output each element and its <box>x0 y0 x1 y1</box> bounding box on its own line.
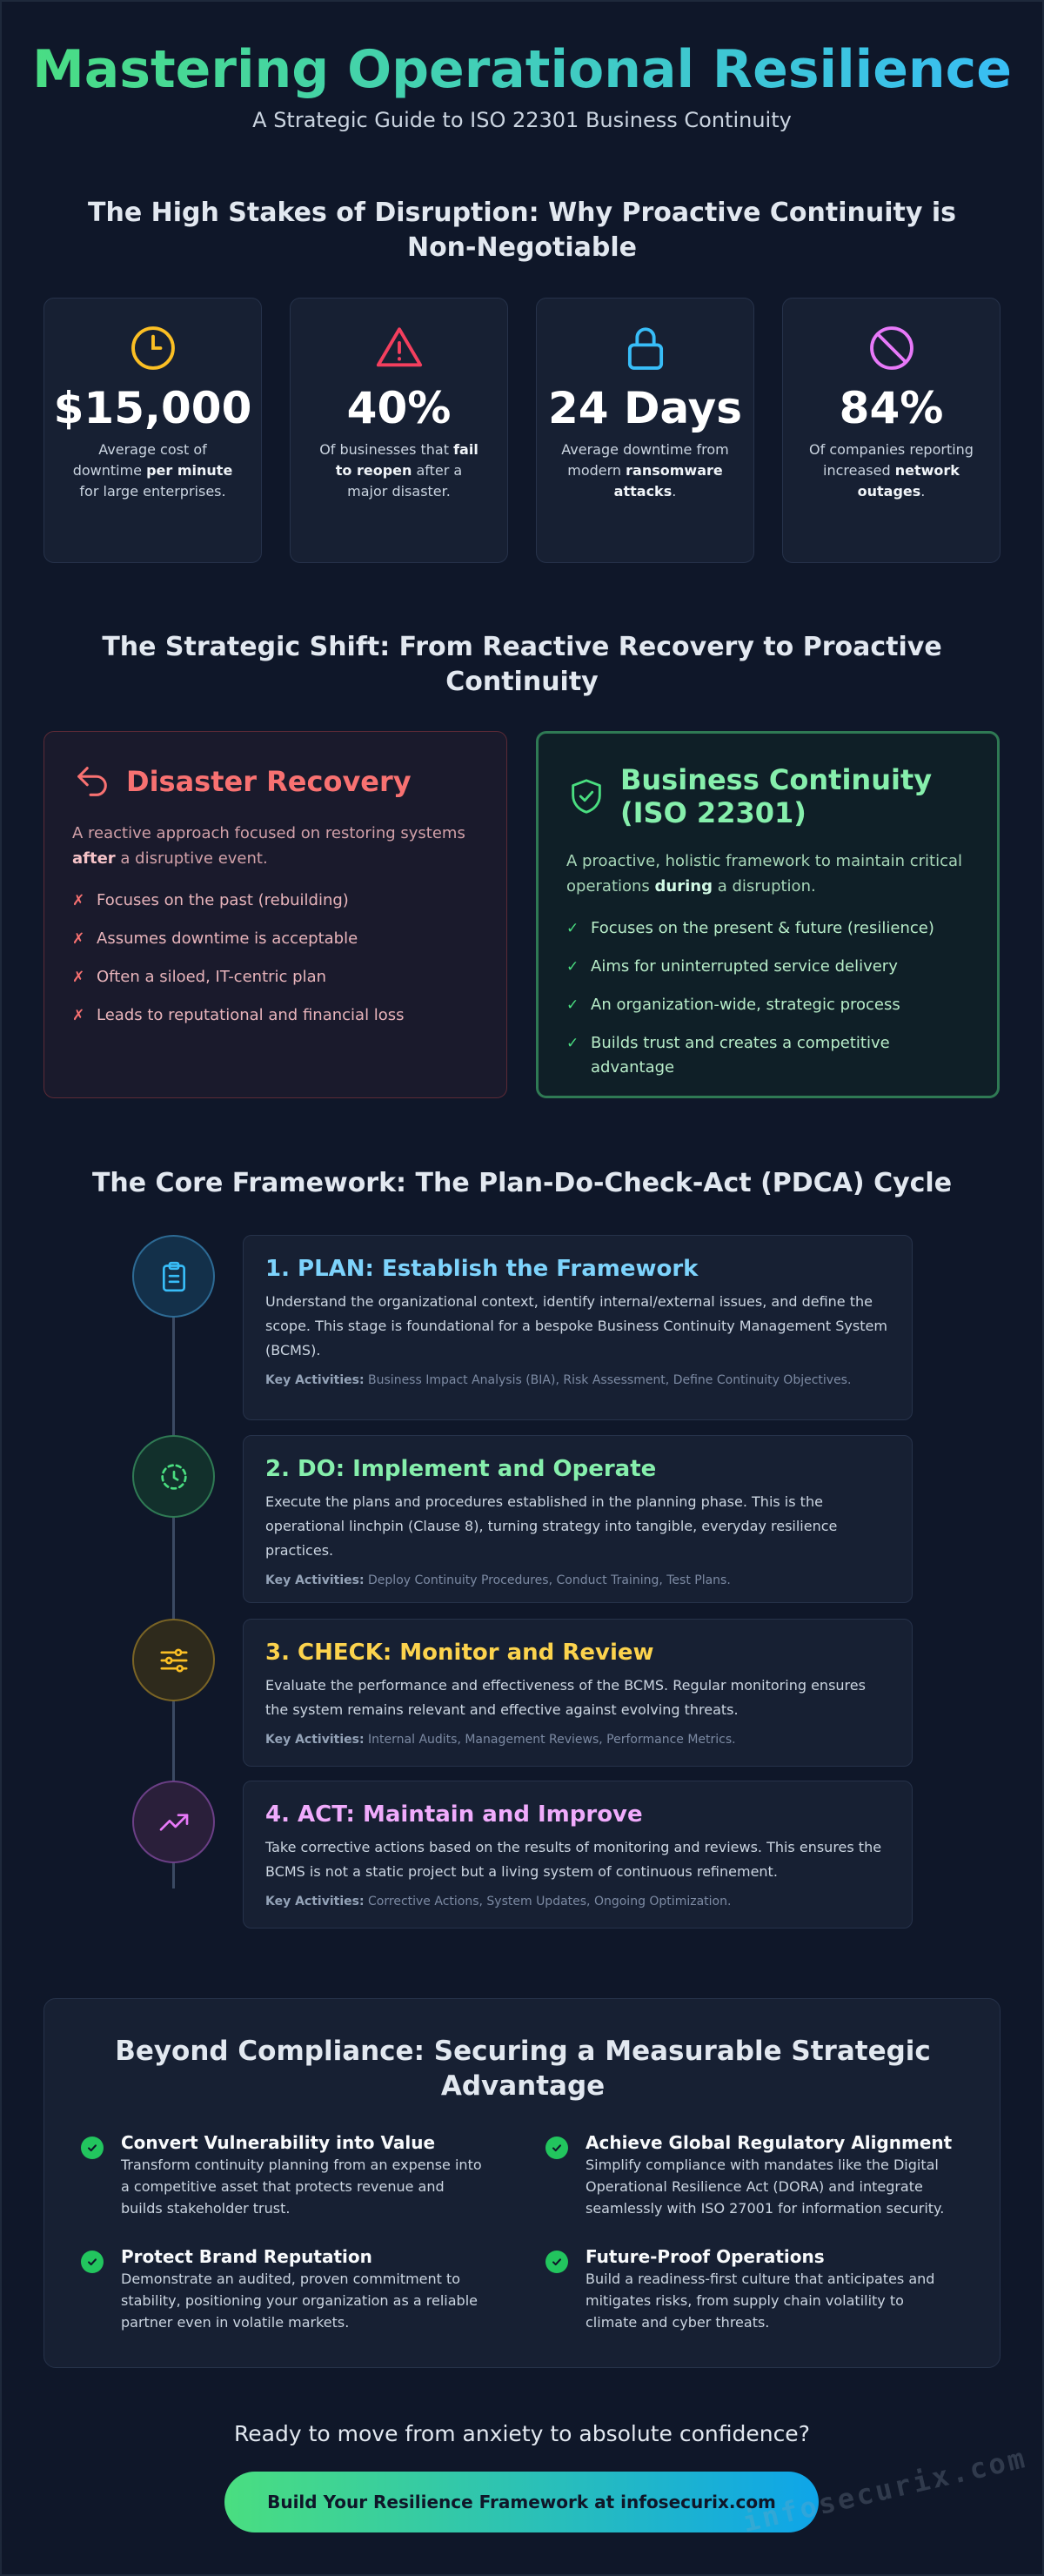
clock-icon <box>130 326 175 370</box>
cta-button[interactable]: Build Your Resilience Framework at infos… <box>224 2472 819 2532</box>
check-circle-icon <box>81 2137 104 2159</box>
cross-icon: ✗ <box>72 969 85 986</box>
step-body: Understand the organizational context, i… <box>265 1293 887 1358</box>
check-circle-icon <box>545 2137 568 2159</box>
stat-card-reopen: 40% Of businesses that fail to reopen af… <box>290 298 508 563</box>
stakes-title: The High Stakes of Disruption: Why Proac… <box>88 198 956 263</box>
shield-check-icon <box>572 779 601 814</box>
step-body: Execute the plans and procedures establi… <box>265 1493 838 1559</box>
business-continuity-title: Business Continuity (ISO 22301) <box>620 763 933 829</box>
stat-description: Of businesses that fail to reopen after … <box>319 441 478 500</box>
list-item: ✓Builds trust and creates a competitive … <box>566 1031 969 1080</box>
trending-up-icon <box>159 1813 188 1831</box>
shift-title: The Strategic Shift: From Reactive Recov… <box>102 632 942 697</box>
benefit-title: Achieve Global Regulatory Alignment <box>586 2132 953 2153</box>
disaster-recovery-lead: A reactive approach focused on restoring… <box>72 824 465 868</box>
check-icon: ✓ <box>566 958 579 976</box>
check-circle-icon <box>545 2251 568 2273</box>
step-key-activities: Key Activities: Business Impact Analysis… <box>265 1373 852 1387</box>
check-icon: ✓ <box>566 1035 579 1052</box>
stat-value: 40% <box>346 383 452 433</box>
list-item: ✗Focuses on the past (rebuilding) <box>72 889 478 913</box>
step-body: Evaluate the performance and effectivene… <box>265 1677 866 1718</box>
sliders-icon <box>160 1647 188 1672</box>
benefit-text: Build a readiness-first culture that ant… <box>586 2271 935 2331</box>
cycle-icon <box>160 1463 187 1490</box>
stat-description: Average downtime from modern ransomware … <box>561 441 729 500</box>
pdca-step-do: 2. DO: Implement and Operate Execute the… <box>243 1435 913 1603</box>
pdca-step-check: 3. CHECK: Monitor and Review Evaluate th… <box>243 1619 913 1767</box>
business-continuity-card: Business Continuity (ISO 22301) A proact… <box>536 731 1000 1098</box>
stat-description: Of companies reporting increased network… <box>809 441 974 500</box>
step-body: Take corrective actions based on the res… <box>265 1839 882 1880</box>
stat-card-outages: 84% Of companies reporting increased net… <box>782 298 1000 563</box>
benefit-title: Convert Vulnerability into Value <box>121 2132 436 2153</box>
page-title: Mastering Operational Resilience <box>0 35 1044 104</box>
page-subtitle: A Strategic Guide to ISO 22301 Business … <box>252 108 792 132</box>
list-item: ✗Often a siloed, IT-centric plan <box>72 965 478 989</box>
act-node <box>132 1781 215 1863</box>
benefit-text: Transform continuity planning from an ex… <box>121 2157 482 2217</box>
stat-description: Average cost of downtime per minute for … <box>72 441 233 500</box>
pdca-step-plan: 1. PLAN: Establish the Framework Underst… <box>243 1235 913 1420</box>
disaster-recovery-list: ✗Focuses on the past (rebuilding) ✗Assum… <box>72 889 478 1028</box>
clipboard-icon <box>162 1261 185 1291</box>
cta-question: Ready to move from anxiety to absolute c… <box>234 2421 810 2446</box>
cross-icon: ✗ <box>72 892 85 909</box>
list-item: ✗Assumes downtime is acceptable <box>72 927 478 951</box>
benefit-title: Future-Proof Operations <box>586 2246 825 2267</box>
plan-node <box>132 1235 215 1318</box>
pdca-step-act: 4. ACT: Maintain and Improve Take correc… <box>243 1781 913 1929</box>
step-key-activities: Key Activities: Corrective Actions, Syst… <box>265 1895 732 1909</box>
advantage-title: Beyond Compliance: Securing a Measurable… <box>115 2036 931 2102</box>
check-icon: ✓ <box>566 996 579 1014</box>
do-node <box>132 1435 215 1518</box>
benefit-text: Simplify compliance with mandates like t… <box>586 2157 945 2217</box>
cross-icon: ✗ <box>72 1007 85 1024</box>
check-circle-icon <box>81 2251 104 2273</box>
business-continuity-lead: A proactive, holistic framework to maint… <box>566 852 963 896</box>
benefit-text: Demonstrate an audited, proven commitmen… <box>121 2271 478 2331</box>
lock-icon <box>627 327 663 370</box>
warning-triangle-icon <box>376 327 422 367</box>
list-item: ✗Leads to reputational and financial los… <box>72 1003 478 1028</box>
disaster-recovery-title: Disaster Recovery <box>126 765 412 798</box>
stat-value: 84% <box>839 383 944 433</box>
cross-icon: ✗ <box>72 930 85 948</box>
benefit-title: Protect Brand Reputation <box>121 2246 372 2267</box>
check-node <box>132 1619 215 1701</box>
business-continuity-list: ✓Focuses on the present & future (resili… <box>566 916 969 1080</box>
step-key-activities: Key Activities: Internal Audits, Managem… <box>265 1733 736 1747</box>
list-item: ✓An organization-wide, strategic process <box>566 993 969 1017</box>
step-key-activities: Key Activities: Deploy Continuity Proced… <box>265 1573 731 1587</box>
stat-card-cost: $15,000 Average cost of downtime per min… <box>44 298 262 563</box>
list-item: ✓Aims for uninterrupted service delivery <box>566 955 969 979</box>
undo-arrow-icon <box>77 767 107 796</box>
hero: Mastering Operational Resilience A Strat… <box>0 35 1044 132</box>
pdca-title: The Core Framework: The Plan-Do-Check-Ac… <box>91 1168 953 1198</box>
stat-value: 24 Days <box>547 383 743 433</box>
step-title: 1. PLAN: Establish the Framework <box>265 1256 699 1282</box>
stat-card-ransomware: 24 Days Average downtime from modern ran… <box>536 298 754 563</box>
list-item: ✓Focuses on the present & future (resili… <box>566 916 969 941</box>
advantage-panel: Beyond Compliance: Securing a Measurable… <box>44 1998 1000 2368</box>
step-title: 4. ACT: Maintain and Improve <box>265 1801 643 1828</box>
step-title: 2. DO: Implement and Operate <box>265 1456 657 1482</box>
disaster-recovery-card: Disaster Recovery A reactive approach fo… <box>44 731 507 1098</box>
stat-value: $15,000 <box>53 383 252 433</box>
ban-icon <box>869 326 914 370</box>
step-title: 3. CHECK: Monitor and Review <box>265 1640 654 1666</box>
check-icon: ✓ <box>566 920 579 937</box>
timeline-line <box>172 1297 175 1888</box>
